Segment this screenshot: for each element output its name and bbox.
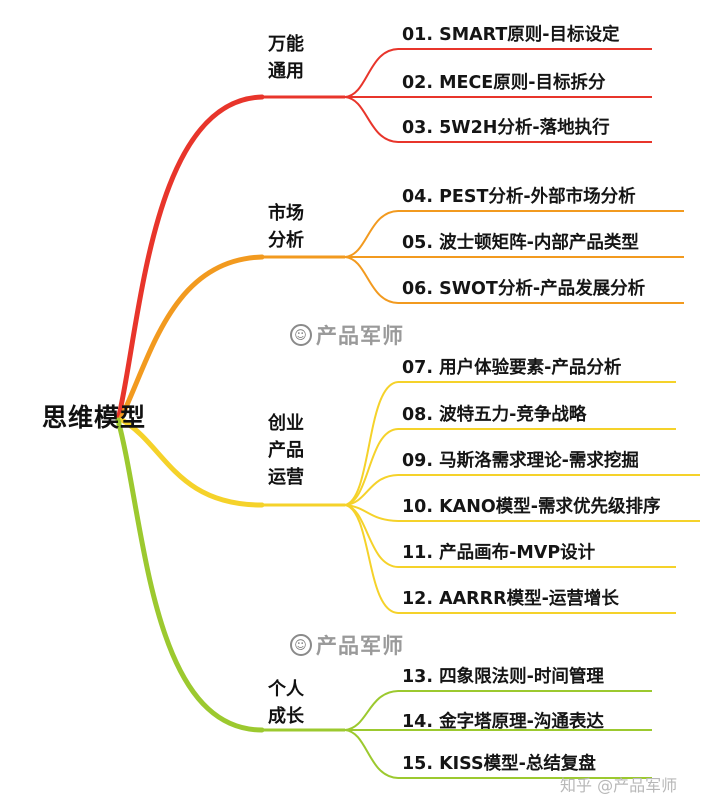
- branch-label-market-analysis: 市场 分析: [268, 203, 304, 251]
- source-credit: 知乎 @产品军师: [560, 776, 678, 795]
- watermark-logo-icon: ☺: [290, 634, 312, 656]
- leaf-item-13: 13. 四象限法则-时间管理: [402, 667, 604, 687]
- branch-label-universal: 万能 通用: [268, 34, 304, 82]
- watermark-1: ☺ 产品军师: [290, 320, 404, 350]
- leaf-item-07: 07. 用户体验要素-产品分析: [402, 358, 622, 378]
- branch-label-startup-ops: 创业 产品 运营: [268, 413, 304, 488]
- connector-branch-1: [115, 94, 265, 423]
- root-node: 思维模型: [42, 403, 147, 432]
- connector-leaf-13: [344, 690, 399, 731]
- connector-leaf-03: [344, 96, 399, 143]
- leaf-item-14: 14. 金字塔原理-沟通表达: [402, 712, 604, 732]
- connector-leaf-08: [344, 428, 399, 506]
- connector-leaf-07: [344, 381, 399, 506]
- leaf-item-09: 09. 马斯洛需求理论-需求挖掘: [402, 451, 639, 471]
- watermark-2: ☺ 产品军师: [290, 630, 404, 660]
- leaf-item-06: 06. SWOT分析-产品发展分析: [402, 279, 646, 299]
- leaf-item-08: 08. 波特五力-竞争战略: [402, 405, 587, 425]
- leaf-item-05: 05. 波士顿矩阵-内部产品类型: [402, 233, 639, 253]
- leaf-item-01: 01. SMART原则-目标设定: [402, 25, 620, 45]
- leaf-item-10: 10. KANO模型-需求优先级排序: [402, 497, 661, 517]
- connector-leaf-04: [344, 210, 399, 258]
- connector-branch-2: [117, 254, 265, 423]
- connector-leaf-09: [344, 474, 399, 506]
- connector-leaf-10: [344, 504, 399, 522]
- connector-branch-3: [119, 417, 265, 508]
- connector-leaf-01: [344, 48, 399, 98]
- leaf-item-15: 15. KISS模型-总结复盘: [402, 754, 596, 774]
- leaf-item-12: 12. AARRR模型-运营增长: [402, 589, 619, 609]
- leaf-item-03: 03. 5W2H分析-落地执行: [402, 118, 610, 138]
- connector-leaf-15: [344, 729, 399, 779]
- watermark-text-2: 产品军师: [316, 634, 404, 658]
- leaf-item-02: 02. MECE原则-目标拆分: [402, 73, 606, 93]
- watermark-text-1: 产品军师: [316, 324, 404, 348]
- branch-label-personal-growth: 个人 成长: [268, 679, 304, 727]
- watermark-logo-icon: ☺: [290, 324, 312, 346]
- leaf-item-11: 11. 产品画布-MVP设计: [402, 543, 596, 563]
- connector-leaf-12: [344, 504, 399, 614]
- leaf-item-04: 04. PEST分析-外部市场分析: [402, 187, 636, 207]
- connector-leaf-06: [344, 256, 399, 304]
- connector-branch-4: [115, 417, 265, 733]
